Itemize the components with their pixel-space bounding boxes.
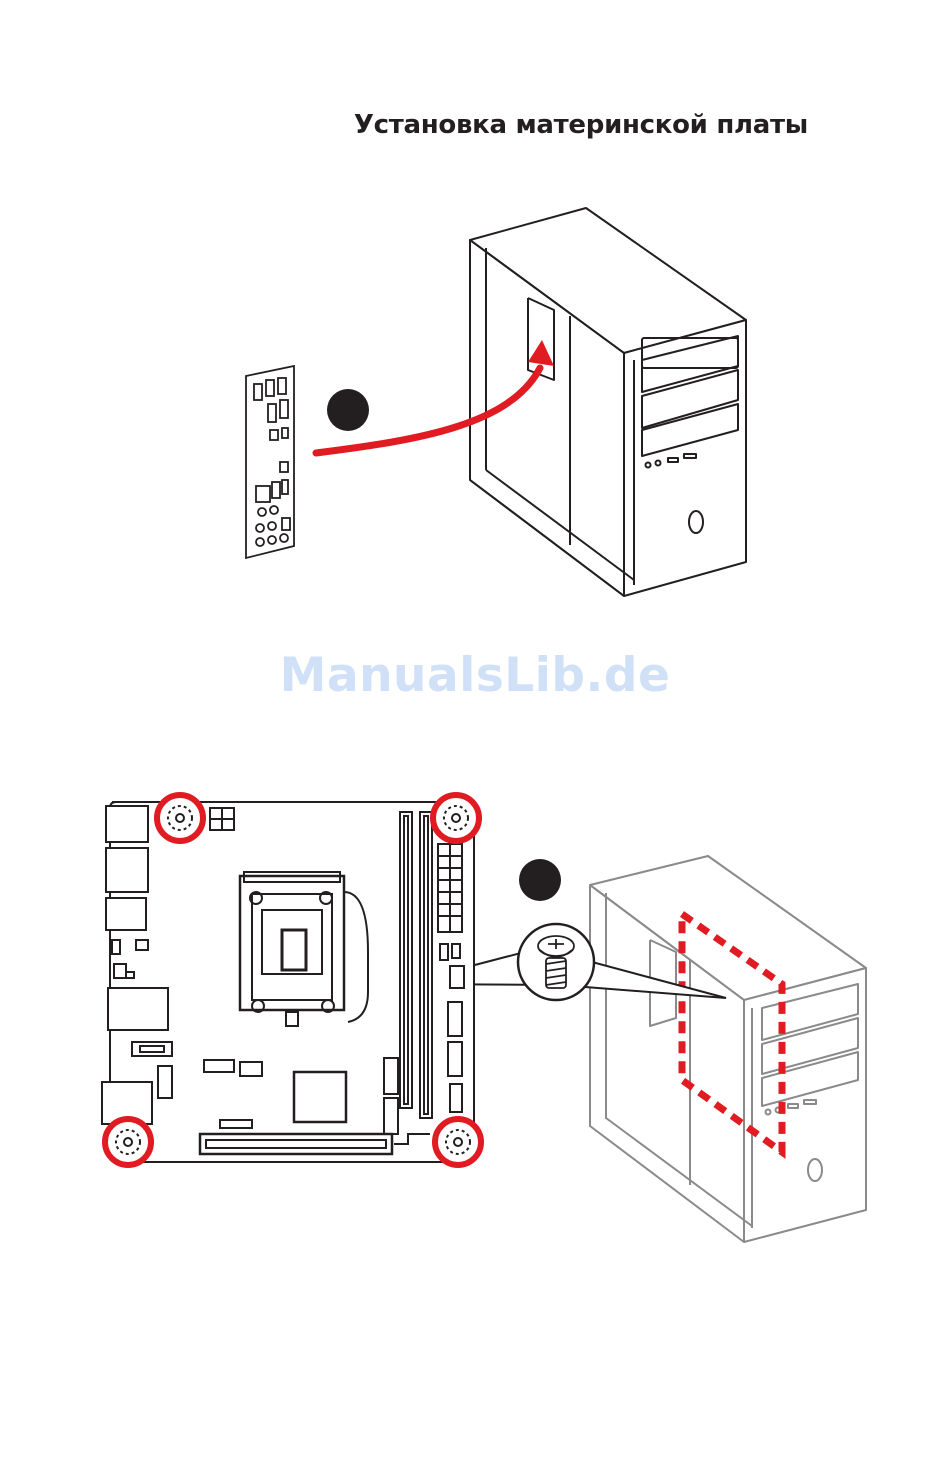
watermark: ManualsLib.de	[0, 648, 950, 703]
io-shield-icon	[246, 366, 294, 558]
step-marker-2-icon	[519, 859, 561, 901]
mounting-hole-top-left	[157, 795, 203, 841]
motherboard-icon	[102, 802, 474, 1162]
motherboard-installation-figure	[0, 780, 950, 1260]
mounting-hole-top-right	[433, 795, 479, 841]
mounting-hole-bottom-left	[105, 1119, 151, 1165]
page-title: Установка материнской платы	[0, 110, 808, 140]
mounting-hole-bottom-right	[435, 1119, 481, 1165]
step-marker-1-icon	[327, 389, 369, 431]
computer-case-icon	[590, 856, 866, 1242]
io-shield-installation-figure	[0, 200, 950, 610]
